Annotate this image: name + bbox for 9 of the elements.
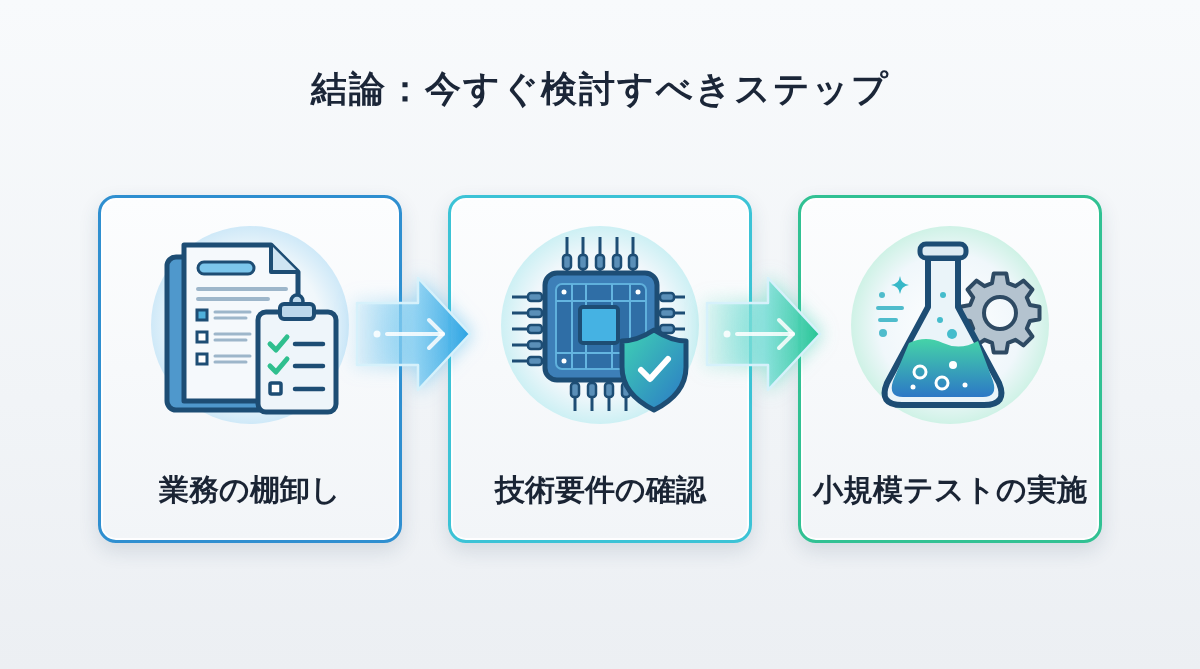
step-label: 技術要件の確認 (494, 471, 706, 509)
step-label: 小規模テストの実施 (813, 471, 1087, 509)
step-label: 業務の棚卸し (159, 471, 341, 509)
arrow (705, 276, 822, 392)
process-box (448, 195, 752, 543)
arrow (355, 276, 472, 392)
title: 結論：今すぐ検討すべきステップ (310, 67, 890, 111)
process-box (98, 195, 402, 543)
process-box (798, 195, 1102, 543)
